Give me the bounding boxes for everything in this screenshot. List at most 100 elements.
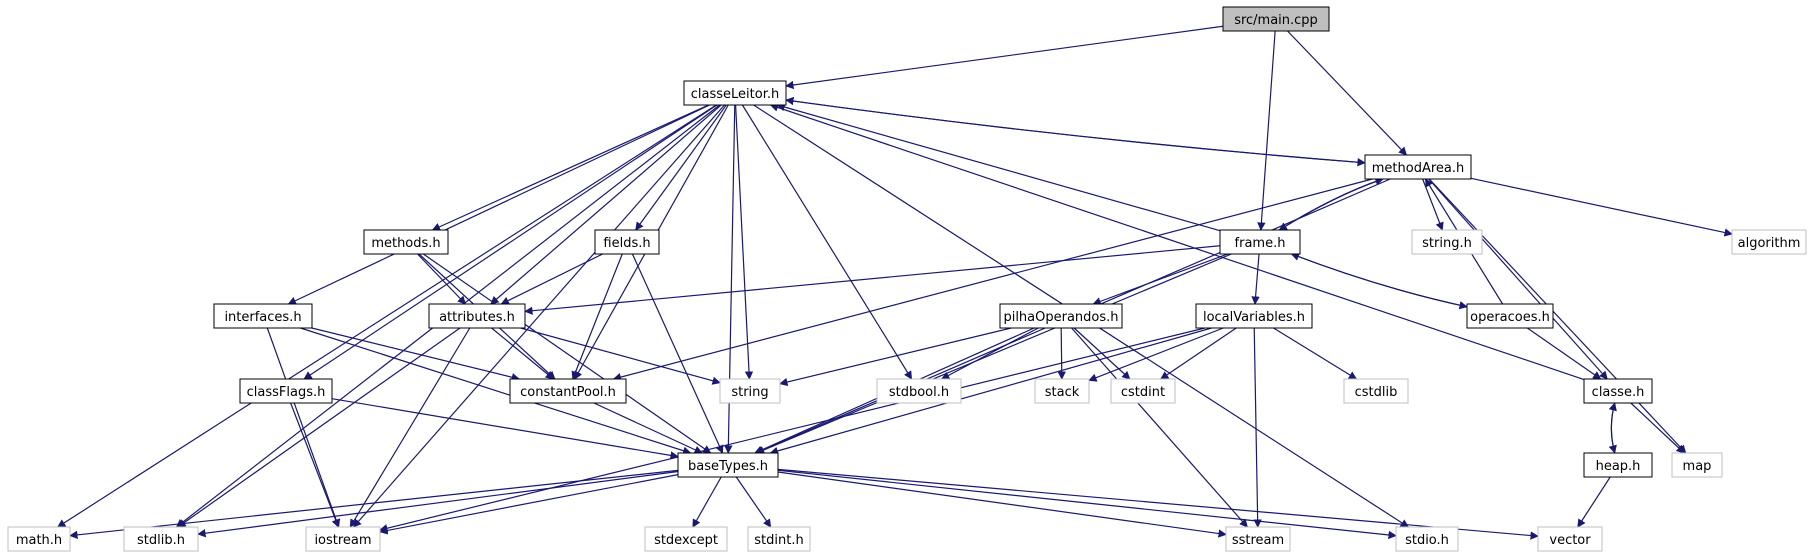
- node-operacoes[interactable]: operacoes.h: [1466, 303, 1554, 329]
- node-box: [719, 378, 781, 404]
- edge-constantPool-to-baseTypes: [593, 402, 703, 454]
- node-stdexcept: stdexcept: [644, 526, 728, 552]
- node-heap[interactable]: heap.h: [1583, 452, 1653, 478]
- edge-main-to-classeLeitor: [785, 25, 1224, 90]
- edge-fields-to-baseTypes: [631, 253, 724, 454]
- node-label: stdio.h: [1405, 533, 1449, 548]
- edge-heap-to-vector: [1577, 476, 1611, 528]
- node-constantPool[interactable]: constantPool.h: [509, 378, 627, 404]
- edge-baseTypes-to-vector: [777, 468, 1539, 540]
- edge-baseTypes-to-math: [69, 469, 679, 540]
- node-string: string: [719, 378, 781, 404]
- node-box: [999, 303, 1123, 329]
- nodes-layer: src/main.cpp classeLeitor.h methodArea.h fr…: [7, 6, 1807, 552]
- node-label: classFlags.h: [247, 385, 326, 400]
- edge-pilhaOperandos-to-string: [779, 327, 1012, 387]
- node-label: methods.h: [371, 236, 440, 251]
- node-pilhaOperandos[interactable]: pilhaOperandos.h: [999, 303, 1123, 329]
- node-stdio: stdio.h: [1395, 526, 1459, 552]
- edge-heap-to-classe: [1608, 402, 1617, 454]
- edge-pilhaOperandos-to-stack: [1057, 327, 1066, 380]
- node-methodArea[interactable]: methodArea.h: [1364, 154, 1472, 180]
- node-string_h: string.h: [1411, 229, 1483, 255]
- edge-classeLeitor-to-interfaces: [287, 104, 710, 305]
- node-label: stdbool.h: [889, 385, 949, 400]
- node-box: [1222, 6, 1330, 32]
- node-box: [876, 378, 962, 404]
- edge-frame-to-attributes: [524, 245, 1221, 315]
- edge-classeLeitor-to-math: [57, 104, 717, 528]
- edge-classe-to-map: [1630, 402, 1685, 454]
- node-label: frame.h: [1235, 236, 1286, 251]
- node-baseTypes[interactable]: baseTypes.h: [677, 452, 779, 478]
- node-main[interactable]: src/main.cpp: [1222, 6, 1330, 32]
- node-box: [1343, 378, 1409, 404]
- edge-baseTypes-to-stdio: [777, 469, 1397, 540]
- node-label: map: [1683, 459, 1712, 474]
- node-box: [1034, 378, 1090, 404]
- node-label: attributes.h: [439, 310, 515, 325]
- node-vector: vector: [1537, 526, 1603, 552]
- edge-frame-to-methodArea: [1278, 177, 1384, 231]
- node-box: [213, 303, 313, 329]
- node-label: stdlib.h: [137, 533, 185, 548]
- node-box: [1466, 303, 1554, 329]
- edge-classe-to-classeLeitor: [769, 103, 1585, 381]
- node-label: fields.h: [603, 236, 650, 251]
- edge-methods-to-attributes: [417, 253, 467, 305]
- node-label: stack: [1045, 385, 1080, 400]
- edge-baseTypes-to-stdexcept: [692, 476, 722, 528]
- node-label: cstdint: [1121, 385, 1165, 400]
- node-label: localVariables.h: [1203, 310, 1305, 325]
- edge-pilhaOperandos-to-sstream: [1071, 327, 1248, 528]
- edge-frame-to-baseTypes: [755, 253, 1232, 454]
- node-stdint: stdint.h: [747, 526, 811, 552]
- node-label: classe.h: [1592, 385, 1645, 400]
- node-box: [428, 303, 526, 329]
- edge-methodArea-to-map: [1428, 178, 1687, 454]
- node-localVariables[interactable]: localVariables.h: [1195, 303, 1313, 329]
- edge-attributes-to-iostream: [349, 327, 471, 528]
- node-math: math.h: [7, 526, 71, 552]
- node-methods[interactable]: methods.h: [363, 229, 449, 255]
- edge-baseTypes-to-stdint: [735, 476, 772, 528]
- edge-classFlags-to-baseTypes: [331, 398, 679, 460]
- node-box: [1219, 229, 1301, 255]
- node-box: [683, 80, 787, 106]
- node-box: [594, 229, 660, 255]
- edge-interfaces-to-iostream: [266, 327, 341, 528]
- node-box: [239, 378, 333, 404]
- node-label: baseTypes.h: [688, 459, 768, 474]
- node-label: algorithm: [1738, 236, 1801, 251]
- node-box: [123, 526, 199, 552]
- node-label: pilhaOperandos.h: [1003, 310, 1118, 325]
- edge-baseTypes-to-stdlib: [197, 470, 679, 538]
- node-label: string: [731, 385, 768, 400]
- edge-frame-to-pilhaOperandos: [1092, 253, 1228, 306]
- edge-fields-to-constantPool: [571, 253, 623, 380]
- node-fields[interactable]: fields.h: [594, 229, 660, 255]
- node-box: [7, 526, 71, 552]
- node-box: [747, 526, 811, 552]
- node-attributes[interactable]: attributes.h: [428, 303, 526, 329]
- edge-methodArea-to-classe: [1428, 178, 1608, 380]
- node-map: map: [1671, 452, 1723, 478]
- node-classeLeitor[interactable]: classeLeitor.h: [683, 80, 787, 106]
- node-cstdint: cstdint: [1110, 378, 1176, 404]
- node-stdbool: stdbool.h: [876, 378, 962, 404]
- node-box: [1364, 154, 1472, 180]
- node-classe[interactable]: classe.h: [1583, 378, 1653, 404]
- edge-classeLeitor-to-methods: [431, 104, 709, 231]
- node-box: [1671, 452, 1723, 478]
- node-label: sstream: [1232, 533, 1284, 548]
- edge-classeLeitor-to-classFlags: [303, 104, 718, 380]
- edge-classeLeitor-to-iostream: [352, 104, 725, 528]
- edge-localVariables-to-iostream: [379, 327, 1206, 533]
- node-box: [1731, 229, 1807, 255]
- edge-classFlags-to-iostream: [290, 402, 340, 528]
- node-frame[interactable]: frame.h: [1219, 229, 1301, 255]
- node-classFlags[interactable]: classFlags.h: [239, 378, 333, 404]
- node-label: cstdlib: [1355, 385, 1398, 400]
- node-interfaces[interactable]: interfaces.h: [213, 303, 313, 329]
